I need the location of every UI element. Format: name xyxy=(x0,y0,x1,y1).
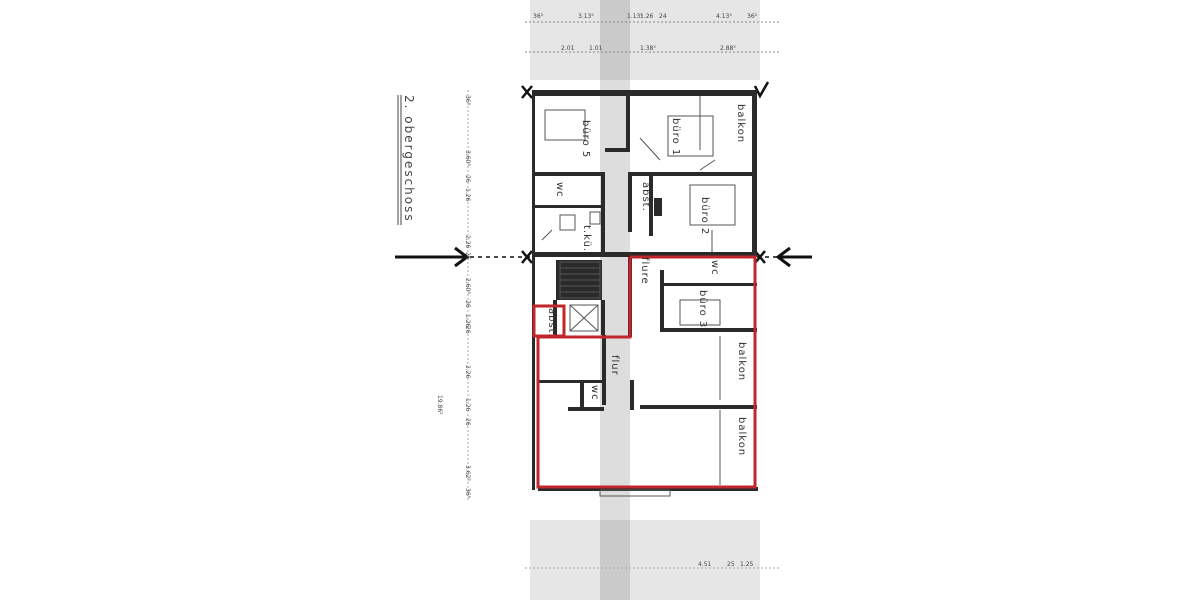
dim-top: 2.88⁵ xyxy=(720,45,736,52)
dim-left: 2.26 xyxy=(464,235,471,249)
floor-title: 2. obergeschoss xyxy=(402,95,416,223)
dim-left: 2.60⁵ xyxy=(464,278,471,294)
dim-top: 4.13⁵ xyxy=(716,13,732,20)
dimensions-left: 36⁵ 3.60⁵ 26 1.26 2.26 26 2.60⁵ 26 1.26 … xyxy=(436,90,471,500)
room-buero5: büro 5 xyxy=(580,120,591,158)
dim-left: 3.62⁵ xyxy=(464,465,471,481)
dim-left: 26 xyxy=(464,252,471,260)
walls xyxy=(532,90,758,491)
dim-bottom: 1.25 xyxy=(740,561,754,568)
cross-marks xyxy=(521,81,770,264)
room-abst: abst. xyxy=(640,182,651,212)
dim-left: 26 xyxy=(464,300,471,308)
room-flure: flure xyxy=(639,257,650,285)
dim-left: 1.26 xyxy=(464,188,471,202)
room-buero2: büro 2 xyxy=(699,197,710,235)
dim-top: 36⁵ xyxy=(533,13,544,20)
room-wc: wc xyxy=(554,182,565,198)
dim-left: 26 xyxy=(464,175,471,183)
room-balkon-3: balkon xyxy=(736,417,747,456)
dimensions-top: 36⁵ 3.13⁵ 1.13⁵ 1.26 24 4.13⁵ 36⁵ 2.01 1… xyxy=(525,13,780,53)
dim-top: 24 xyxy=(659,13,667,20)
dim-top: 2.01 xyxy=(561,45,575,52)
dim-left: 3.60⁵ xyxy=(464,150,471,166)
dim-top: 1.38⁵ xyxy=(640,45,656,52)
dim-top: 1.26 xyxy=(640,13,654,20)
dim-top: 1.01 xyxy=(589,45,603,52)
dim-left: 36⁵ xyxy=(464,95,471,106)
room-labels: büro 5 büro 1 balkon wc abst. büro 2 t.k… xyxy=(546,104,747,456)
room-wc-3: wc xyxy=(589,385,600,401)
fixtures xyxy=(541,96,736,497)
room-abst-2: abst. xyxy=(546,308,557,338)
room-buero3: büro 3 xyxy=(697,290,708,328)
dim-bottom: 25 xyxy=(727,561,735,568)
room-flur: flur xyxy=(609,355,620,376)
dim-left: 26 xyxy=(464,326,471,334)
scan-noise xyxy=(530,0,760,600)
dim-top: 1.13⁵ xyxy=(627,13,643,20)
dim-left-total: 19.86⁵ xyxy=(436,395,443,415)
room-wc-2: wc xyxy=(709,260,720,276)
dim-left: 36⁵ xyxy=(464,488,471,499)
dim-left: 1.26 xyxy=(464,314,471,328)
room-tkue: t.kü. xyxy=(581,225,592,252)
dim-top: 3.13⁵ xyxy=(578,13,594,20)
room-balkon: balkon xyxy=(735,104,746,143)
dim-top: 36⁵ xyxy=(747,13,758,20)
dimensions-bottom: 4.51 25 1.25 xyxy=(525,561,780,569)
dim-bottom: 4.51 xyxy=(698,561,712,568)
section-arrow-left xyxy=(395,246,530,268)
highlighted-unit xyxy=(532,255,757,489)
section-arrow-right xyxy=(757,246,812,268)
room-balkon-2: balkon xyxy=(736,342,747,381)
room-buero1: büro 1 xyxy=(670,118,681,156)
dim-left: 2.26 xyxy=(464,365,471,379)
dim-left: 26 xyxy=(464,418,471,426)
dim-left: 1.26 xyxy=(464,398,471,412)
